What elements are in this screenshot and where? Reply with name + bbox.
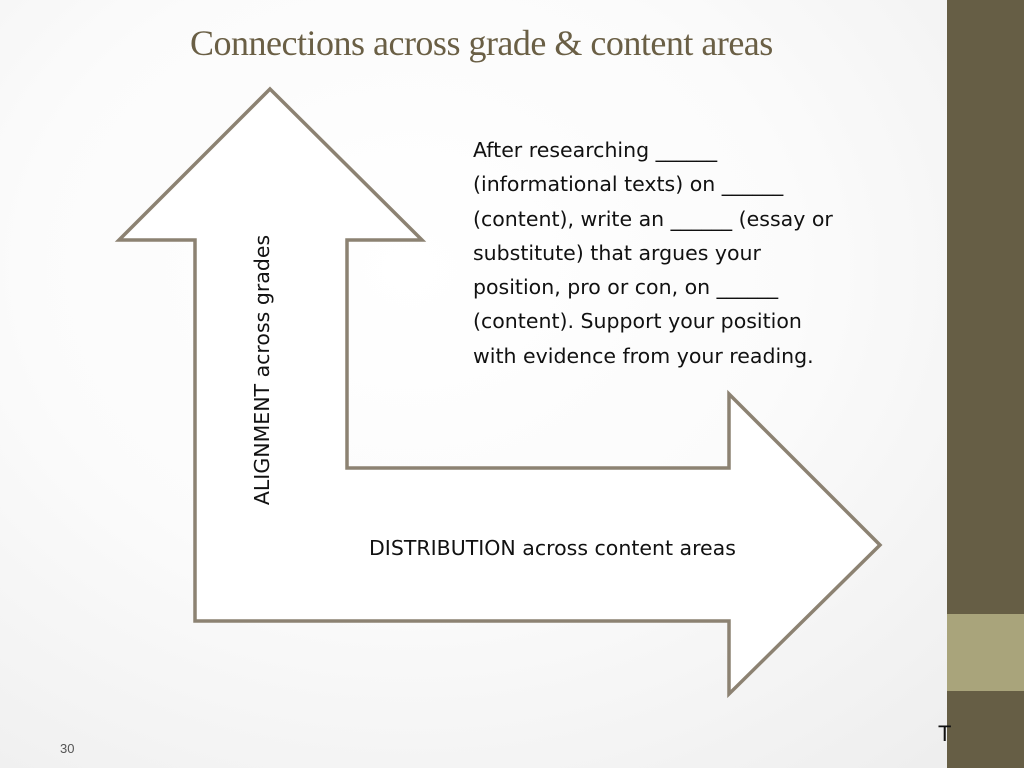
prompt-line: (informational texts) on ______	[473, 172, 784, 197]
prompt-line: (content), write an ______ (essay or	[473, 206, 833, 231]
writing-prompt: After researching ______ (informational t…	[473, 133, 903, 373]
slide-number: 30	[60, 741, 75, 756]
prompt-line: position, pro or con, on ______	[473, 275, 779, 300]
prompt-line: with evidence from your reading.	[473, 343, 814, 368]
alignment-label: ALIGNMENT across grades	[250, 234, 274, 506]
prompt-line: After researching ______	[473, 138, 718, 162]
corner-mark: T	[938, 721, 952, 746]
slide-title: Connections across grade & content areas	[190, 23, 773, 63]
distribution-label: DISTRIBUTION across content areas	[369, 536, 736, 560]
sidebar-decoration-light	[947, 614, 1024, 691]
l-shaped-double-arrow	[114, 86, 883, 699]
prompt-line: substitute) that argues your	[473, 240, 761, 265]
prompt-line: (content). Support your position	[473, 309, 802, 334]
